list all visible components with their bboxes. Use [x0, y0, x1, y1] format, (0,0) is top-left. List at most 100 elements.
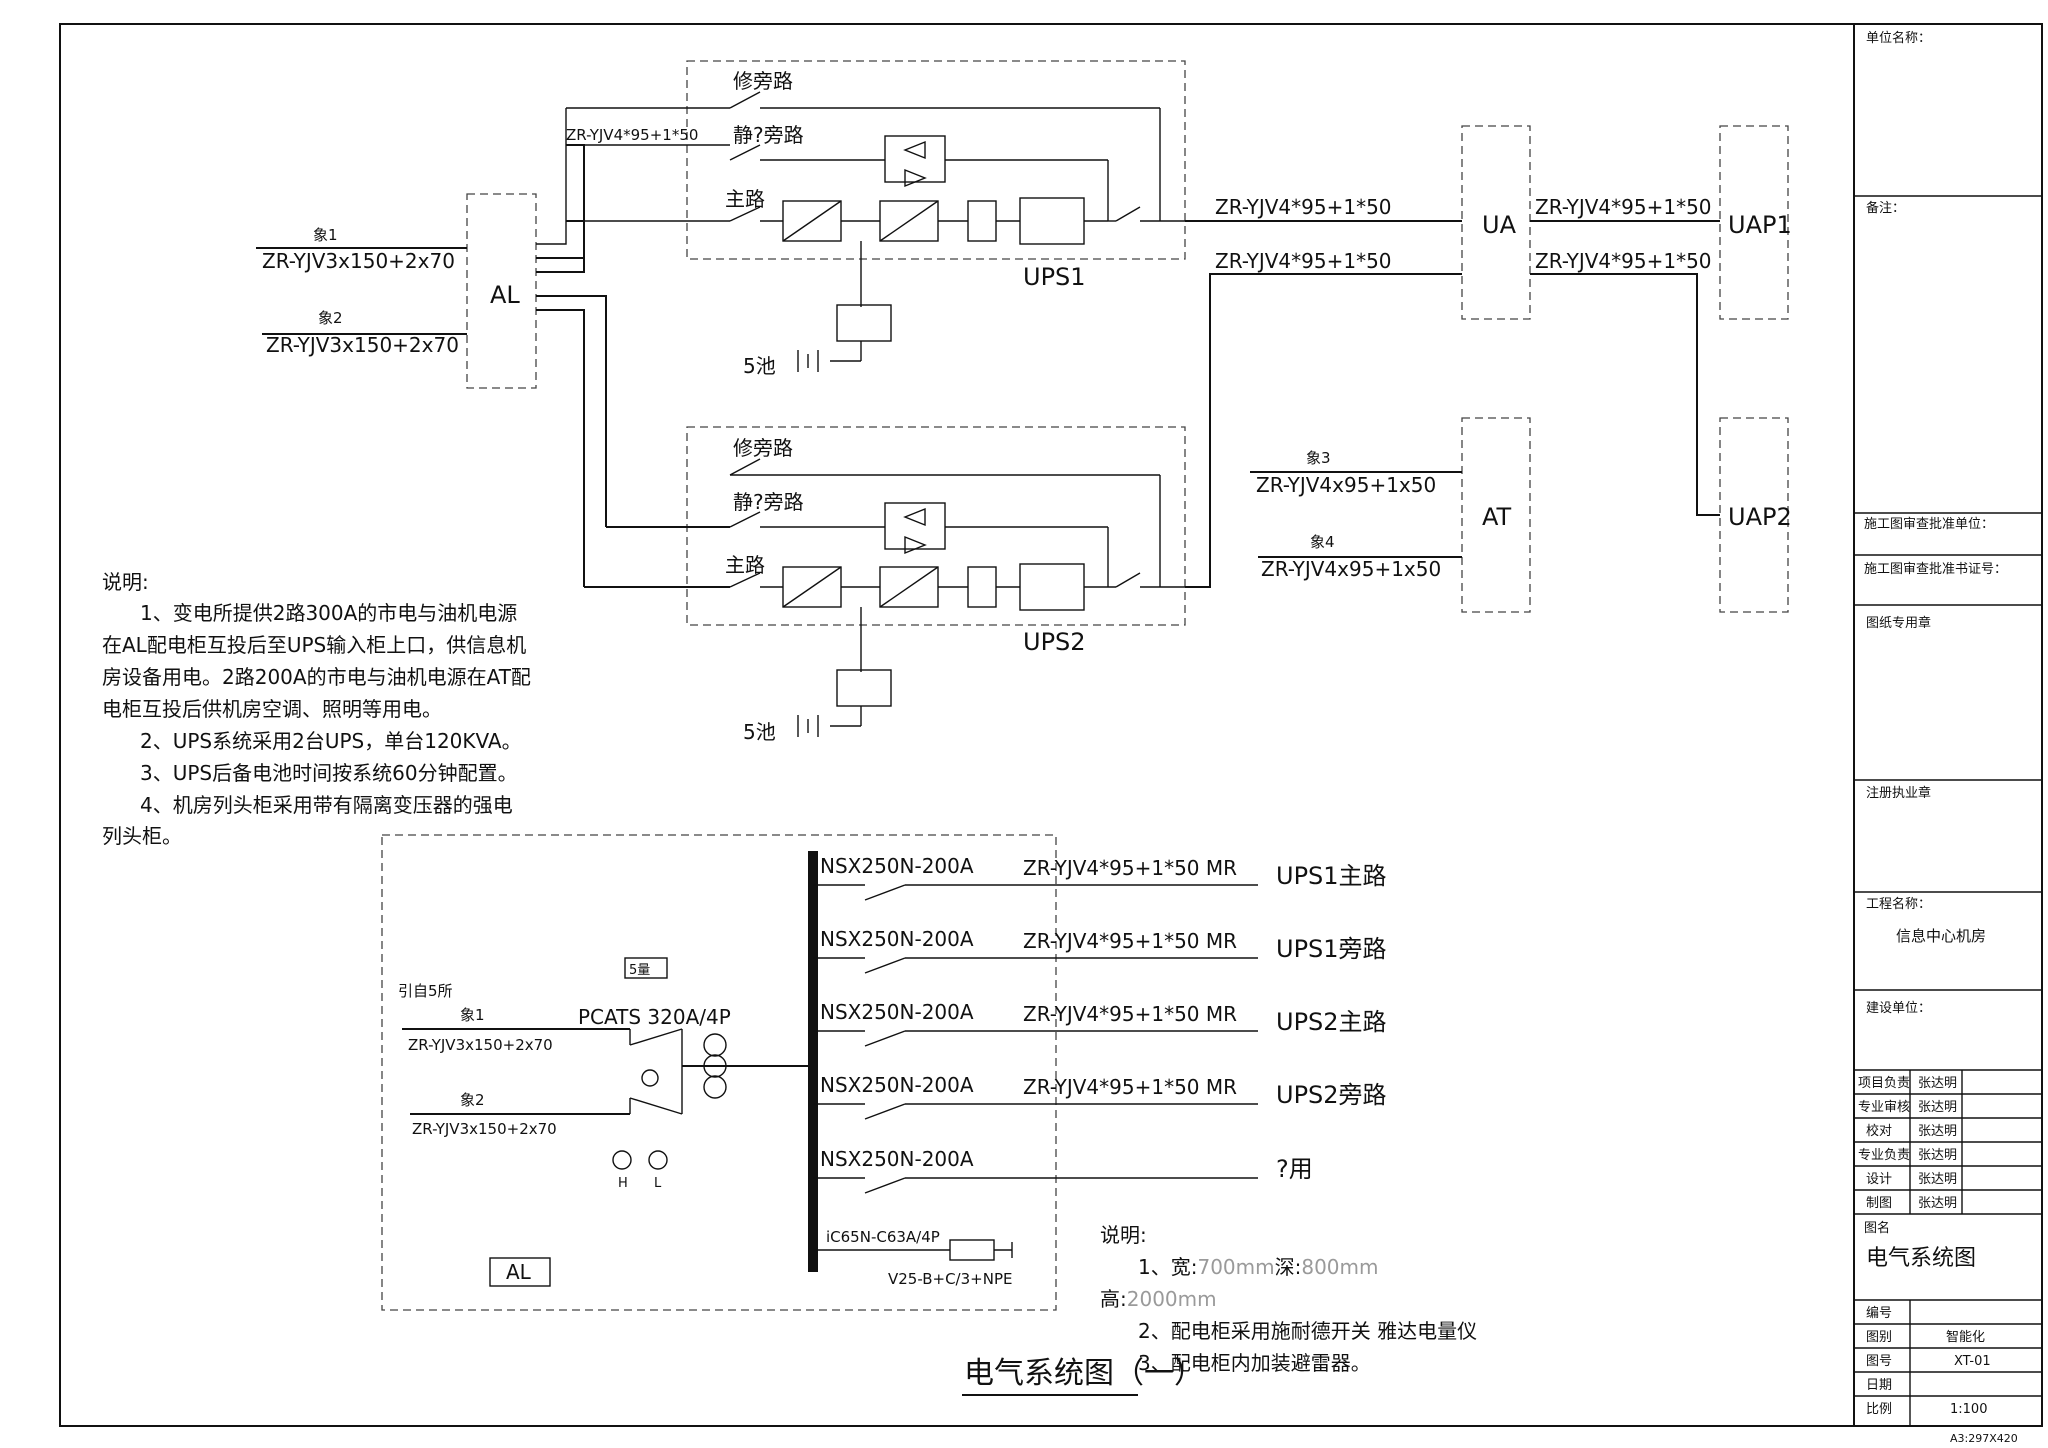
feeder-breaker: NSX250N-200A [820, 927, 974, 951]
tb-scale: 1:100 [1950, 1402, 1987, 1417]
ups1-main-label: 主路 [725, 187, 765, 211]
al-detail-boundary [381, 834, 1057, 1311]
ups1-block: 修旁路 静?旁路 主路 5池 [566, 60, 1186, 378]
notes-left-title: 说明: [102, 570, 149, 594]
feeder-dest: UPS2主路 [1276, 1008, 1387, 1036]
tb-staff-name: 张达明 [1918, 1196, 1957, 1211]
notes-bottom-line3: 3、配电柜内加装避雷器。 [1138, 1351, 1371, 1375]
notes-left: 说明: 1、变电所提供2路300A的市电与油机电源 在AL配电柜互投后至UPS输… [102, 570, 531, 848]
tb-unit-name: 单位名称： [1866, 30, 1931, 46]
ua-panel [1461, 125, 1531, 320]
drawing-title: 电气系统图（一） [964, 1356, 1204, 1391]
feeder-dest: UPS2旁路 [1276, 1081, 1387, 1109]
tb-reg-seal: 注册执业章 [1866, 785, 1931, 801]
ups2-name: UPS2 [1023, 628, 1086, 656]
notes-bottom-line1b: 高:2000mm [1100, 1287, 1217, 1311]
tb-approval-unit: 施工图审查批准单位： [1864, 517, 1995, 532]
uap1-panel [1719, 125, 1789, 320]
ups1-battery-label: 5池 [743, 354, 776, 378]
current-transformer-icon [703, 1054, 727, 1078]
at-panel-group: AT 象3 ZR-YJV4x95+1x50 象4 ZR-YJV4x95+1x50 [1250, 417, 1531, 613]
feeder-row: NSX250N-200A ZR-YJV4*95+1*50 MR UPS1主路 [813, 854, 1387, 901]
notes-left-line: 房设备用电。2路200A的市电与油机电源在AT配 [102, 665, 531, 689]
al-detail-source: 引自5所 [398, 982, 453, 1000]
feeder-row: NSX250N-200A ?用 [813, 1147, 1313, 1194]
ups2-static-switch [1019, 563, 1085, 611]
notes-bottom-line1-prefix: 1、宽: [1138, 1255, 1197, 1279]
al-in1-cable: ZR-YJV3x150+2x70 [262, 249, 455, 273]
spd-breaker: iC65N-C63A/4P [826, 1228, 940, 1246]
al-in2-cable: ZR-YJV3x150+2x70 [266, 333, 459, 357]
feeder-breaker: NSX250N-200A [820, 1147, 974, 1171]
feeder-row: NSX250N-200A ZR-YJV4*95+1*50 MR UPS2主路 [813, 1000, 1387, 1047]
indicator-lamp-l-icon [648, 1150, 668, 1170]
ups1-isolation [967, 200, 997, 242]
tb-remarks: 备注： [1866, 200, 1905, 216]
notes-left-line: 3、UPS后备电池时间按系统60分钟配置。 [140, 761, 518, 785]
spd-model: V25-B+C/3+NPE [888, 1270, 1012, 1288]
ua-uap1-cable: ZR-YJV4*95+1*50 [1535, 195, 1712, 219]
ups1-name: UPS1 [1023, 263, 1086, 291]
surge-protector-icon [949, 1239, 995, 1261]
feeder-cable: ZR-YJV4*95+1*50 MR [1023, 1002, 1237, 1026]
al-detail-in2-cable: ZR-YJV3x150+2x70 [412, 1120, 557, 1138]
notes-left-line: 电柜互投后供机房空调、照明等用电。 [102, 697, 442, 721]
feeder-row: NSX250N-200A ZR-YJV4*95+1*50 MR UPS2旁路 [813, 1073, 1387, 1120]
ups1-battery-breaker [836, 304, 892, 342]
al-detail-ats: PCATS 320A/4P [578, 1005, 731, 1029]
tb-drawing-seal: 图纸专用章 [1866, 615, 1931, 631]
notes-bottom-height-label: 高: [1100, 1287, 1127, 1311]
tb-date-label: 日期 [1866, 1378, 1892, 1393]
tb-approval-cert: 施工图审查批准书证号： [1864, 562, 2008, 577]
at-in3-cable: ZR-YJV4x95+1x50 [1256, 473, 1436, 497]
ups2-isolation [967, 566, 997, 608]
notes-left-line: 2、UPS系统采用2台UPS，单台120KVA。 [140, 729, 522, 753]
at-in4-label: 象4 [1310, 533, 1335, 551]
notes-left-line: 4、机房列头柜采用带有隔离变压器的强电 [140, 793, 513, 817]
feeder-dest: ?用 [1276, 1155, 1313, 1183]
tb-approval-unit-box: 施工图审查批准单位： [1864, 517, 1995, 532]
tb-staff-name: 张达明 [1918, 1148, 1957, 1163]
feeder-breaker: NSX250N-200A [820, 1073, 974, 1097]
tb-approval-cert-box: 施工图审查批准书证号： [1864, 562, 2008, 577]
lamp-l-label: L [654, 1176, 662, 1191]
tb-drawing-name: 电气系统图 [1866, 1246, 1976, 1271]
al-detail: 5量 引自5所 象1 ZR-YJV3x150+2x70 PCATS 320A/4… [381, 834, 1387, 1311]
ups2-maint-bypass-label: 修旁路 [733, 436, 793, 460]
notes-bottom-width: 700mm [1197, 1255, 1274, 1279]
ats-control-icon [641, 1069, 659, 1087]
at-panel [1461, 417, 1531, 613]
tb-category-label: 图别 [1866, 1330, 1892, 1345]
feeder-dest: UPS1主路 [1276, 862, 1387, 890]
feeder-breaker: NSX250N-200A [820, 1000, 974, 1024]
tb-staff-name: 张达明 [1918, 1076, 1957, 1091]
feeder-row: NSX250N-200A ZR-YJV4*95+1*50 MR UPS1旁路 [813, 927, 1387, 974]
tb-drawing-no: XT-01 [1954, 1354, 1991, 1369]
ups1-static-switch [1019, 197, 1085, 245]
tb-client-label: 建设单位： [1866, 1001, 1931, 1016]
tb-scale-label: 比例 [1866, 1402, 1892, 1417]
al-in2-label: 象2 [318, 309, 343, 327]
ups1-out-cable: ZR-YJV4*95+1*50 [1215, 195, 1392, 219]
feeder-dest: UPS1旁路 [1276, 935, 1387, 963]
ups2-battery-breaker [836, 669, 892, 707]
indicator-lamp-h-icon [612, 1150, 632, 1170]
notes-bottom-line1: 1、宽:700mm深:800mm [1138, 1255, 1379, 1279]
al-panel-group: AL 象1 ZR-YJV3x150+2x70 象2 ZR-YJV3x150+2x… [256, 108, 698, 587]
at-in3-label: 象3 [1306, 449, 1331, 467]
tb-staff-role: 项目负责 [1858, 1076, 1910, 1091]
tb-drawing-no-label: 图号 [1866, 1354, 1892, 1369]
feeder-cable: ZR-YJV4*95+1*50 MR [1023, 856, 1237, 880]
al-detail-box-tag-text: 5量 [629, 963, 650, 978]
ups2-static-bypass-label: 静?旁路 [733, 490, 804, 514]
ups1-boundary [686, 60, 1186, 260]
feeder-cable: ZR-YJV4*95+1*50 MR [1023, 1075, 1237, 1099]
uap2-label: UAP2 [1728, 503, 1792, 531]
al-detail-name-box [489, 1257, 551, 1287]
ups-output-group: ZR-YJV4*95+1*50 ZR-YJV4*95+1*50 UA ZR-YJ… [1185, 125, 1792, 613]
ups2-out-cable: ZR-YJV4*95+1*50 [1215, 249, 1392, 273]
uap1-label: UAP1 [1728, 211, 1792, 239]
paper-size: A3:297X420 [1950, 1432, 2018, 1445]
al-detail-in1-cable: ZR-YJV3x150+2x70 [408, 1036, 553, 1054]
